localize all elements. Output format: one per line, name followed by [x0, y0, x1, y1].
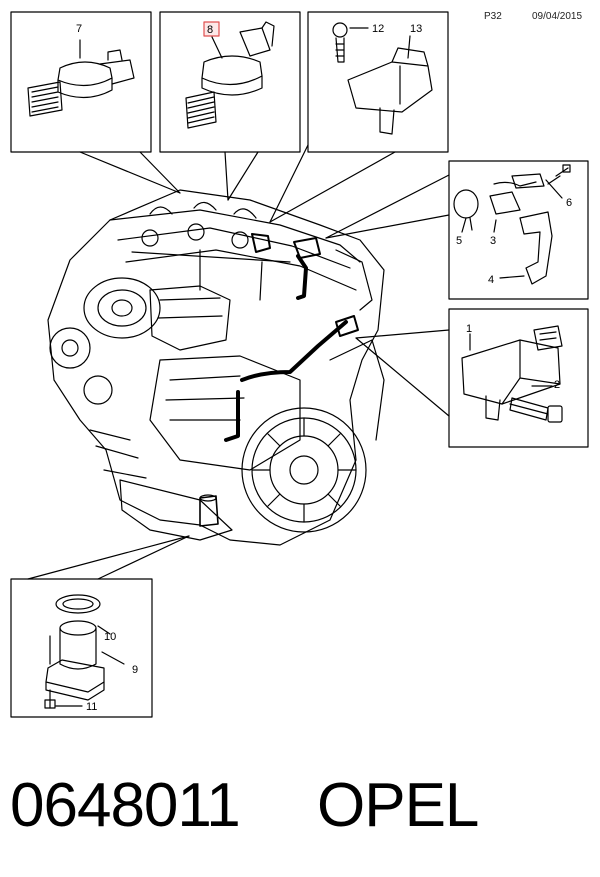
- detail-box-12-13: [269, 11, 449, 223]
- sensor-3-icon: [489, 173, 545, 215]
- callout-13: 13: [410, 23, 422, 35]
- page-date: 09/04/2015: [532, 11, 583, 22]
- parts-diagram: 1 2 3 4 5 6 7 8 9 10 11 12 13: [10, 11, 589, 718]
- bolt-2-icon: [509, 397, 563, 423]
- callout-6: 6: [566, 197, 572, 209]
- detail-box-9-11: [10, 535, 190, 718]
- callout-3: 3: [490, 235, 496, 247]
- bracket-4-icon: [519, 211, 553, 285]
- page-code: P32: [484, 11, 502, 22]
- callout-10: 10: [104, 631, 116, 643]
- callout-11: 11: [86, 701, 97, 713]
- gasket-10-icon: [55, 594, 101, 614]
- engine-illustration: [47, 189, 385, 546]
- highlight-box-8: [203, 21, 220, 37]
- brand-name: OPEL: [317, 771, 479, 840]
- detail-box-sensor-8: [159, 11, 301, 201]
- control-module-1-icon: [461, 325, 563, 421]
- callout-1: 1: [466, 323, 472, 335]
- map-sensor-13-icon: [347, 47, 433, 135]
- callout-8: 8: [207, 24, 213, 36]
- part-number: 0648011: [10, 771, 241, 840]
- callout-7: 7: [76, 23, 82, 35]
- cable-strap-5-icon: [453, 189, 479, 231]
- callout-4: 4: [488, 274, 494, 286]
- bolt-11-icon: [44, 689, 56, 709]
- callout-labels: 1 2 3 4 5 6 7 8 9 10 11 12 13: [76, 23, 572, 713]
- level-sensor-9-icon: [45, 620, 105, 701]
- detail-box-1-2: [355, 308, 589, 448]
- detail-box-sensor-7: [10, 11, 181, 194]
- detail-box-3-6: [325, 160, 589, 300]
- oil-pressure-sensor-icon: [27, 39, 135, 117]
- bolt-12-icon: [332, 22, 348, 63]
- callout-5: 5: [456, 235, 462, 247]
- callout-12: 12: [372, 23, 384, 35]
- callout-2: 2: [554, 379, 560, 391]
- pressure-switch-icon: [185, 21, 275, 129]
- callout-9: 9: [132, 664, 138, 676]
- bolt-6-icon: [547, 164, 571, 185]
